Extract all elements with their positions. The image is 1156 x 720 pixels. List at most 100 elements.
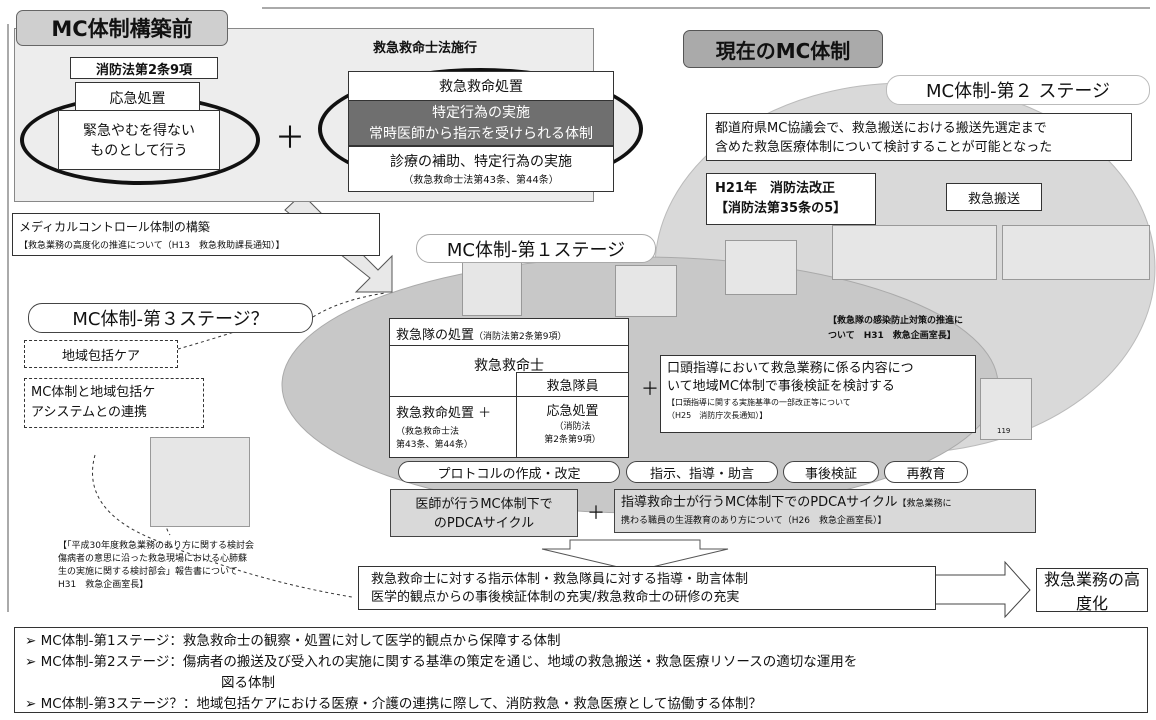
fire-law-revision-box: H21年 消防法改正 【消防法第35条の5】 bbox=[706, 173, 876, 225]
arrow-to-advance bbox=[934, 560, 1031, 619]
team-treatment-ref: （消防法第2条第9項） bbox=[474, 332, 567, 342]
medical-control-line2: 【救急業務の高度化の推進について（H13 救急救助課長通知）】 bbox=[19, 241, 285, 251]
stage2-desc-line1: 都道府県MC協議会で、救急搬送における搬送先選定まで bbox=[715, 121, 1047, 136]
pdca-plus-sign: ＋ bbox=[587, 503, 605, 524]
medical-assist-line1: 診療の補助、特定行為の実施 bbox=[390, 154, 572, 170]
house-connector-line bbox=[92, 454, 353, 598]
stage2-desc-box: 都道府県MC協議会で、救急搬送における搬送先選定まで 含めた救急医療体制について… bbox=[706, 113, 1132, 161]
stage3-connector-line bbox=[312, 292, 386, 318]
house-icon bbox=[150, 437, 250, 527]
system-line1: 救急救命士に対する指示体制・救急隊員に対する指導・助言体制 bbox=[371, 572, 749, 587]
first-aid-cell-label: 応急処置 bbox=[546, 404, 599, 419]
summary-item-1-text: MC体制-第1ステージ：救急救命士の観察・処置に対して医学的観点から保障する体制 bbox=[40, 633, 561, 649]
paramedic-treatment-box: 救急救命処置 bbox=[348, 71, 614, 101]
paramedic-treatment-plus: ＋ bbox=[478, 406, 492, 421]
team-treatment-label: 救急隊の処置 bbox=[396, 328, 475, 343]
oral-guidance-line1: 口頭指導において救急業務に係る内容につ bbox=[667, 361, 914, 376]
advance-box: 救急業務の高度化 bbox=[1036, 568, 1148, 613]
phone-number-label: 119 bbox=[997, 427, 1011, 435]
oral-guidance-line4: （H25 消防庁次長通知）】 bbox=[667, 411, 768, 420]
specific-action-box: 特定行為の実施 常時医師から指示を受けられる体制 bbox=[348, 100, 614, 146]
care-link-line1: MC体制と地域包括ケ bbox=[31, 385, 156, 400]
arrow-down-to-system bbox=[541, 539, 729, 572]
paramedic-treatment-row: 救急救命処置 ＋ bbox=[396, 402, 510, 421]
medical-control-line1: メディカルコントロール体制の構築 bbox=[19, 220, 210, 234]
system-line2: 医学的観点からの事後検証体制の充実/救急救命士の研修の充実 bbox=[371, 590, 740, 605]
medical-assist-box: 診療の補助、特定行為の実施 （救急救命士法第43条、第44条） bbox=[348, 146, 614, 192]
system-box: 救急救命士に対する指示体制・救急隊員に対する指導・助言体制 医学的観点からの事後… bbox=[358, 566, 936, 610]
bullet-icon: ➢ bbox=[25, 654, 37, 670]
stage1-label: MC体制-第１ステージ bbox=[416, 234, 656, 263]
oral-guidance-box: 口頭指導において救急業務に係る内容につ いて地域MC体制で事後検証を検討する 【… bbox=[660, 355, 976, 433]
emergency-line2: ものとして行う bbox=[90, 143, 188, 159]
paramedic-treatment-label: 救急救命処置 bbox=[396, 406, 475, 421]
emergency-line1: 緊急やむを得ない bbox=[83, 123, 195, 139]
paramedic-box: 救急救命士 bbox=[389, 345, 629, 397]
summary-item-3: ➢ MC体制-第3ステージ？：地域包括ケアにおける医療・介護の連携に際して、消防… bbox=[25, 694, 1137, 715]
summary-item-2-text: MC体制-第2ステージ：傷病者の搬送及び受入れの実施に関する基準の策定を通じ、地… bbox=[40, 654, 858, 670]
specific-action-line2: 常時医師から指示を受けられる体制 bbox=[369, 126, 593, 142]
community-care-box: 地域包括ケア bbox=[24, 340, 178, 368]
before-mc-title: MC体制構築前 bbox=[16, 10, 228, 46]
pill-instruction: 指示、指導・助言 bbox=[626, 461, 778, 483]
paramedic-patient-icon bbox=[615, 265, 677, 317]
team-member-box: 救急隊員 bbox=[516, 372, 629, 397]
instructor-pdca-ref1: 【救急業務に bbox=[897, 499, 952, 509]
current-mc-title: 現在のMC体制 bbox=[683, 30, 883, 68]
phone-operator-icon: 119 bbox=[980, 378, 1032, 440]
report-note-line1: 【「平成30年度救急業務のあり方に関する検討会 bbox=[58, 541, 254, 551]
instructor-pdca-main: 指導救命士が行うMC体制下でのPDCAサイクル bbox=[621, 495, 898, 510]
report-note-line3: 生の実施に関する検討部会」報告書について bbox=[58, 567, 238, 577]
ambulance-icon bbox=[725, 240, 797, 295]
stage2-label: MC体制-第２ ステージ bbox=[886, 75, 1150, 105]
doctor-pdca-box: 医師が行うMC体制下で のPDCAサイクル bbox=[390, 489, 578, 537]
summary-item-2-continued: 図る体制 bbox=[221, 675, 275, 691]
first-aid-cell: 応急処置 （消防法 第2条第9項） bbox=[516, 396, 629, 458]
hospital-icon bbox=[1002, 225, 1150, 280]
paramedic-treatment-cell: 救急救命処置 ＋ （救急救命士法 第43条、第44条） bbox=[389, 396, 517, 458]
report-note-line4: H31 救急企画室長】 bbox=[58, 580, 149, 590]
oral-guidance-line3: 【口頭指導に関する実施基準の一部改正等について bbox=[667, 398, 851, 407]
summary-box: ➢ MC体制-第1ステージ：救急救命士の観察・処置に対して医学的観点から保障する… bbox=[14, 627, 1148, 713]
infection-note: 【救急隊の感染防止対策の推進に ついて H31 救急企画室長】 bbox=[828, 314, 1038, 354]
infection-note-line1: 【救急隊の感染防止対策の推進に bbox=[828, 316, 964, 326]
team-treatment-box: 救急隊の処置（消防法第2条第9項） bbox=[389, 318, 629, 346]
first-aid-box: 応急処置 bbox=[75, 82, 200, 114]
infection-note-line2: ついて H31 救急企画室長】 bbox=[828, 331, 956, 341]
transport-box: 救急搬送 bbox=[946, 183, 1042, 211]
first-aid-cell-ref1: （消防法 bbox=[554, 422, 591, 432]
summary-item-2: ➢ MC体制-第2ステージ：傷病者の搬送及び受入れの実施に関する基準の策定を通じ… bbox=[25, 652, 1137, 673]
report-note-line2: 傷病者の意思に沿った救急現場における心肺蘇 bbox=[58, 554, 248, 564]
paramedic-treatment-ref1: （救急救命士法 bbox=[396, 427, 460, 437]
stage1-plus-sign: ＋ bbox=[641, 379, 659, 400]
instructor-pdca-ref2: 携わる職員の生涯教育のあり方について（H26 救急企画室長）】 bbox=[621, 516, 887, 526]
pill-protocol: プロトコルの作成・改定 bbox=[398, 461, 620, 483]
doctor-pdca-line1: 医師が行うMC体制下で bbox=[415, 497, 553, 512]
medical-assist-line2: （救急救命士法第43条、第44条） bbox=[403, 175, 559, 186]
emergency-box: 緊急やむを得ない ものとして行う bbox=[58, 110, 220, 170]
bullet-icon: ➢ bbox=[25, 633, 37, 649]
stage3-label: MC体制-第３ステージ？ bbox=[28, 303, 313, 333]
specific-action-line1: 特定行為の実施 bbox=[432, 105, 530, 121]
paramedics-treatment-icon bbox=[462, 262, 522, 316]
pill-post-review: 事後検証 bbox=[783, 461, 879, 483]
summary-item-1: ➢ MC体制-第1ステージ：救急救命士の観察・処置に対して医学的観点から保障する… bbox=[25, 631, 1137, 652]
report-note: 【「平成30年度救急業務のあり方に関する検討会 傷病者の意思に沿った救急現場にお… bbox=[58, 540, 358, 600]
first-aid-cell-ref2: 第2条第9項） bbox=[544, 435, 601, 445]
paramedic-treatment-ref2: 第43条、第44条） bbox=[396, 440, 473, 450]
before-plus-sign: ＋ bbox=[275, 121, 305, 156]
medical-control-box: メディカルコントロール体制の構築 【救急業務の高度化の推進について（H13 救急… bbox=[12, 213, 380, 256]
oral-guidance-line2: いて地域MC体制で事後検証を検討する bbox=[667, 379, 895, 394]
law-fire-title: 消防法第2条9項 bbox=[70, 57, 218, 79]
care-link-box: MC体制と地域包括ケ アシステムとの連携 bbox=[24, 378, 204, 428]
paramedics-stretcher-icon bbox=[832, 225, 997, 280]
doctor-pdca-line2: のPDCAサイクル bbox=[433, 516, 535, 531]
law-paramedic-title: 救急救命士法施行 bbox=[372, 40, 477, 56]
fire-law-revision-line2: 【消防法第35条の5】 bbox=[715, 201, 847, 216]
pill-reeducation: 再教育 bbox=[884, 461, 968, 483]
care-link-line2: アシステムとの連携 bbox=[31, 405, 147, 420]
instructor-pdca-box: 指導救命士が行うMC体制下でのPDCAサイクル【救急業務に 携わる職員の生涯教育… bbox=[614, 489, 1036, 533]
stage2-desc-line2: 含めた救急医療体制について検討することが可能となった bbox=[715, 140, 1053, 155]
instructor-pdca-row: 指導救命士が行うMC体制下でのPDCAサイクル【救急業務に bbox=[621, 494, 1029, 513]
bullet-icon: ➢ bbox=[25, 696, 37, 712]
